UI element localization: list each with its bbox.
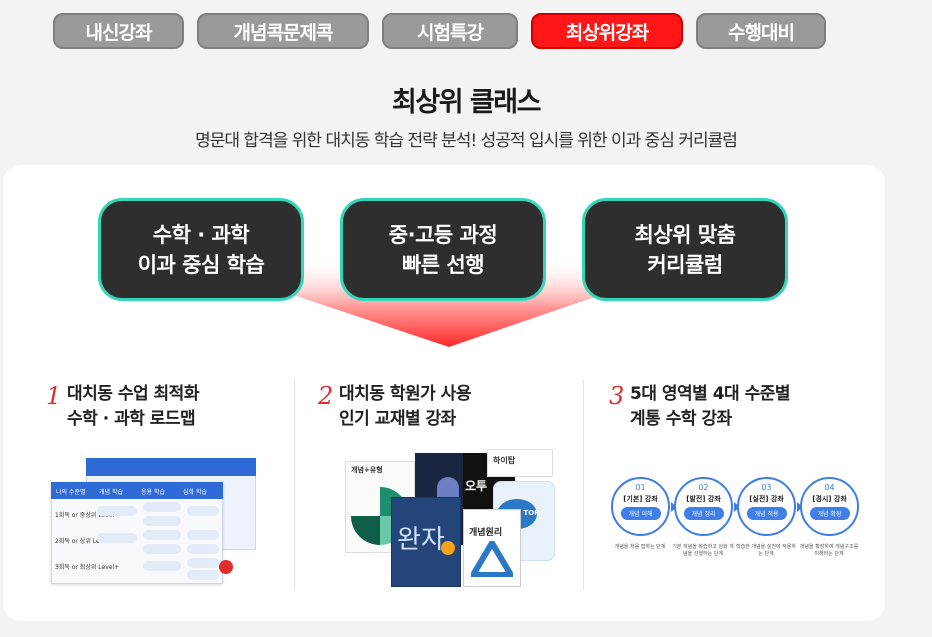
tab-naesin[interactable]: 내신강좌 xyxy=(53,13,184,49)
column-number: 1 xyxy=(46,382,62,410)
roadmap-tab: 나의 수준별 xyxy=(56,489,86,496)
step-badge: 개념 확장 xyxy=(809,507,850,520)
column-title-line: 수학 · 과학 로드맵 xyxy=(67,409,196,429)
column-title-line: 인기 교재별 강좌 xyxy=(339,409,456,429)
column-title: 대치동 수업 최적화 수학 · 과학 로드맵 xyxy=(67,382,199,432)
textbook-collage: 개념+유형 오투 하이탑 HIGH TOP 개념원리 완자 xyxy=(345,447,555,587)
step-title: [실전] 강좌 xyxy=(749,495,784,503)
column-divider xyxy=(294,380,295,590)
step-description: 학습한 개념을 실전에 적용하는 단계 xyxy=(736,544,796,557)
book-title: 개념원리 xyxy=(469,528,503,538)
roadmap-level: 2회독 or 상위 Level xyxy=(55,538,109,545)
step-description: 기본 개념을 복습하고 심화 개념을 선행하는 단계 xyxy=(672,544,734,557)
step-advanced: 02 [발전] 강좌 개념 정리 xyxy=(674,477,733,536)
book-title: 개념+유형 xyxy=(351,466,383,474)
step-badge: 개념 이해 xyxy=(620,507,661,520)
step-number: 04 xyxy=(824,483,835,492)
book-title: 하이탑 xyxy=(493,456,516,465)
column-title-line: 계통 수학 강좌 xyxy=(630,409,732,429)
column-title: 대치동 학원가 사용 인기 교재별 강좌 xyxy=(339,382,471,432)
step-basic: 01 [기본] 강좌 개념 이해 xyxy=(611,477,670,536)
column-divider xyxy=(583,380,584,590)
roadmap-image: 나의 수준별 개념 학습 응용 학습 심화 학습 1회독 or 중상위 Leve… xyxy=(51,458,261,584)
step-title: [경시] 강좌 xyxy=(812,495,847,503)
pill-line: 수학 · 과학 xyxy=(152,222,250,247)
roadmap-tab: 응용 학습 xyxy=(141,489,165,496)
book-graphic xyxy=(471,541,513,577)
funnel-graphic xyxy=(179,257,711,347)
pill-line: 중·고등 과정 xyxy=(388,222,498,247)
column-title-line: 5대 영역별 4대 수준별 xyxy=(630,384,791,404)
step-number: 01 xyxy=(635,483,646,492)
column-title-line: 대치동 수업 최적화 xyxy=(67,384,199,404)
column-title-line: 대치동 학원가 사용 xyxy=(339,384,471,404)
step-number: 03 xyxy=(761,483,772,492)
step-competition: 04 [경시] 강좌 개념 확장 xyxy=(800,477,859,536)
level-steps: 01 [기본] 강좌 개념 이해 02 [발전] 강좌 개념 정리 03 [실전… xyxy=(611,477,861,572)
step-title: [발전] 강좌 xyxy=(686,495,721,503)
step-description: 개념을 처음 접하는 단계 xyxy=(614,544,666,550)
step-title: [기본] 강좌 xyxy=(623,495,658,503)
step-number: 02 xyxy=(698,483,709,492)
pill-math-science: 수학 · 과학 이과 중심 학습 xyxy=(98,198,304,301)
book-title: 완자 xyxy=(397,525,445,555)
roadmap-tab: 심화 학습 xyxy=(183,489,207,496)
page-title: 최상위 클래스 xyxy=(392,87,541,118)
tab-top-level[interactable]: 최상위강좌 xyxy=(531,13,683,49)
step-description: 개념을 확장하여 개념구조를 이해하는 단계 xyxy=(799,544,859,557)
column-title: 5대 영역별 4대 수준별 계통 수학 강좌 xyxy=(630,382,791,432)
tab-bar: 내신강좌 개념콕문제콕 시험특강 최상위강좌 수행대비 xyxy=(53,13,826,49)
tab-concept[interactable]: 개념콕문제콕 xyxy=(197,13,369,49)
tab-performance[interactable]: 수행대비 xyxy=(696,13,826,49)
section-header: 최상위 클래스 명문대 합격을 위한 대치동 학습 전략 분석! 성공적 입시를… xyxy=(0,80,932,151)
column-number: 3 xyxy=(609,382,625,410)
step-badge: 개념 적용 xyxy=(746,507,787,520)
pill-fast-advance: 중·고등 과정 빠른 선행 xyxy=(340,198,546,301)
roadmap-level: 3회독 or 최상위 Level+ xyxy=(55,564,120,571)
pill-custom-curriculum: 최상위 맞춤 커리큘럼 xyxy=(582,198,788,301)
pill-line: 이과 중심 학습 xyxy=(137,252,265,277)
pill-line: 최상위 맞춤 xyxy=(634,222,736,247)
page-subtitle: 명문대 합격을 위한 대치동 학습 전략 분석! 성공적 입시를 위한 이과 중… xyxy=(195,131,738,151)
roadmap-level: 1회독 or 중상위 Level xyxy=(55,512,115,519)
tab-exam-special[interactable]: 시험특강 xyxy=(382,13,518,49)
pill-line: 빠른 선행 xyxy=(401,252,485,277)
step-practical: 03 [실전] 강좌 개념 적용 xyxy=(737,477,796,536)
column-number: 2 xyxy=(318,382,334,410)
step-badge: 개념 정리 xyxy=(683,507,724,520)
roadmap-tab: 개념 학습 xyxy=(99,489,123,496)
content-panel: 수학 · 과학 이과 중심 학습 중·고등 과정 빠른 선행 최상위 맞춤 커리… xyxy=(3,165,885,621)
pill-line: 커리큘럼 xyxy=(647,252,723,277)
book-title: 오투 xyxy=(465,479,488,493)
